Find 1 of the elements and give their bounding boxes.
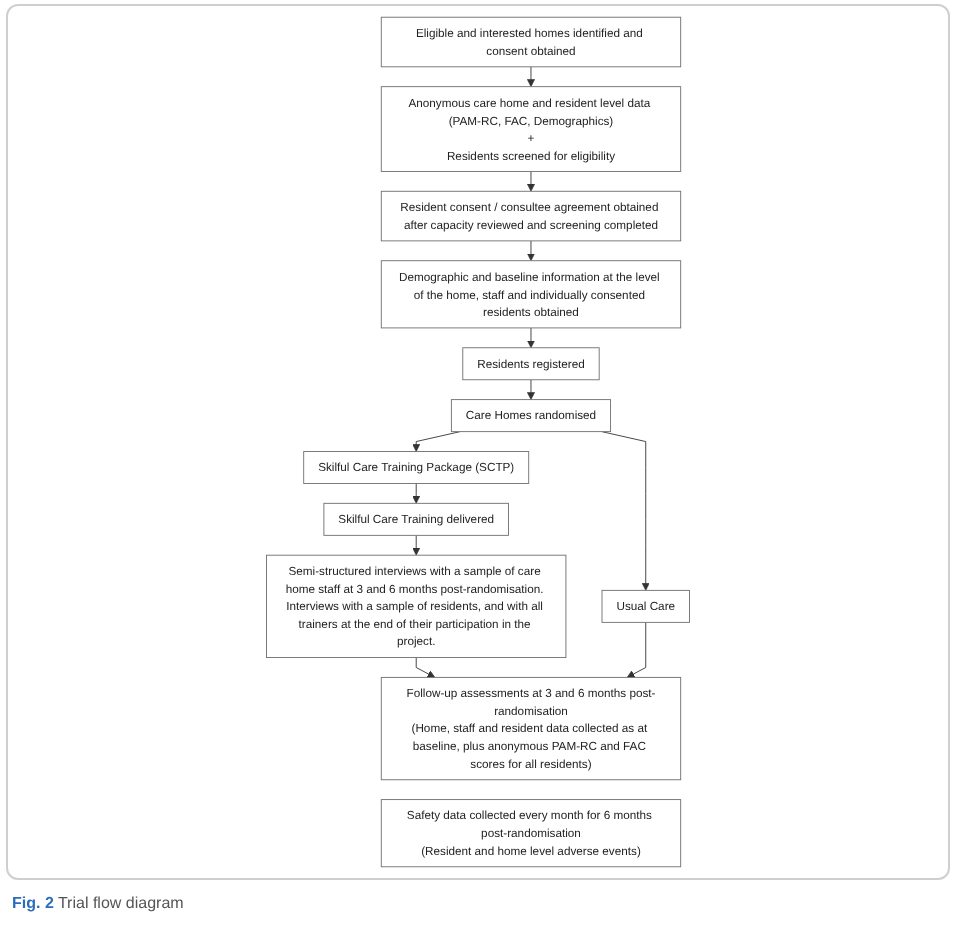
- figure-caption: Fig. 2 Trial flow diagram: [12, 894, 184, 912]
